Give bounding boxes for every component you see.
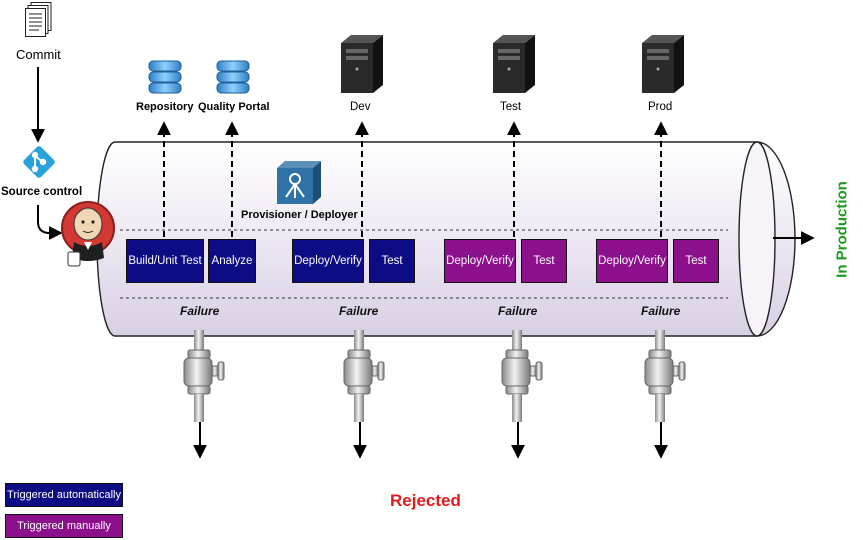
stage-prod-test: Test [673, 239, 719, 283]
legend-triggered-automatically: Triggered automatically [5, 483, 123, 507]
prod-server-icon [642, 35, 684, 93]
dev-label: Dev [350, 101, 371, 113]
failure-label: Failure [339, 304, 379, 318]
deploy-arrows [157, 121, 668, 237]
stage-dev-test: Test [369, 239, 415, 283]
stage-dev-deploy-verify: Deploy/Verify [292, 239, 364, 283]
repository-database-icon [148, 60, 182, 94]
failure-label: Failure [641, 304, 681, 318]
source-control-label: Source control [1, 186, 83, 198]
quality-portal-database-icon [216, 60, 250, 94]
stage-analyze: Analyze [208, 239, 256, 283]
test-server-icon [493, 35, 535, 93]
stage-test-deploy-verify: Deploy/Verify [444, 239, 516, 283]
valve-icon [183, 330, 225, 422]
dev-server-icon [341, 35, 383, 93]
repository-label: Repository [136, 101, 194, 113]
quality-portal-label: Quality Portal [198, 101, 270, 113]
jenkins-icon [61, 201, 115, 267]
failure-label: Failure [180, 304, 220, 318]
rejected-label: Rejected [390, 491, 461, 510]
reject-arrows [193, 420, 668, 459]
git-icon [23, 146, 55, 178]
valve-icon [644, 330, 686, 422]
stage-test-test: Test [521, 239, 567, 283]
provisioner-icon [277, 161, 321, 204]
test-env-label: Test [500, 101, 522, 113]
commit-label: Commit [16, 47, 61, 62]
stage-prod-deploy-verify: Deploy/Verify [596, 239, 668, 283]
in-production-label: In Production [833, 181, 851, 278]
valve-icon [501, 330, 543, 422]
legend-triggered-manually: Triggered manually [5, 514, 123, 538]
provisioner-label: Provisioner / Deployer [241, 209, 358, 221]
stage-build-unit-test: Build/Unit Test [126, 239, 204, 283]
failure-label: Failure [498, 304, 538, 318]
valve-icon [343, 330, 385, 422]
document-icon [25, 2, 52, 37]
prod-label: Prod [648, 101, 673, 113]
source-to-jenkins-arrow [37, 205, 63, 240]
